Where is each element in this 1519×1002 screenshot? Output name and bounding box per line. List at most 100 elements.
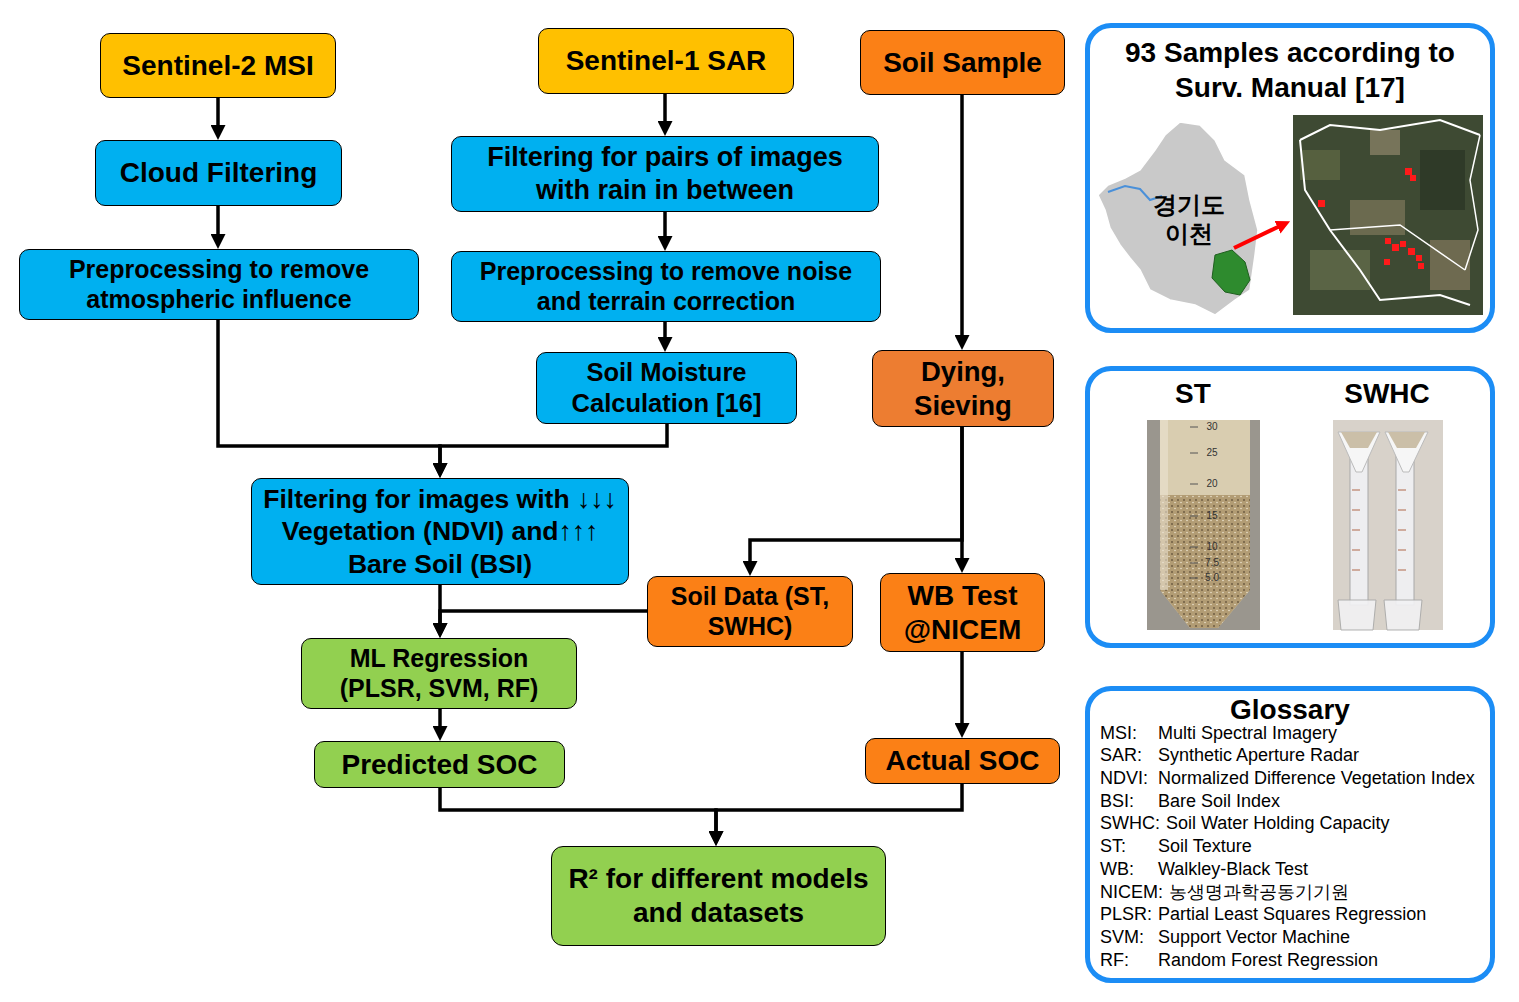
box-text: Actual SOC	[885, 744, 1039, 778]
glossary-term: MSI:	[1100, 722, 1152, 745]
connector	[216, 206, 220, 234]
box-text: Sentinel-2 MSI	[122, 49, 313, 83]
process-box: Filtering for pairs of images with rain …	[451, 136, 879, 212]
connector	[663, 212, 667, 236]
box-text: Filtering for pairs of images with rain …	[460, 141, 870, 206]
connector	[960, 427, 964, 558]
glossary-term: SVM:	[1100, 926, 1152, 949]
box-text: Dying, Sieving	[881, 355, 1045, 422]
process-box: Cloud Filtering	[95, 140, 342, 206]
scale-number: 15	[1200, 510, 1224, 522]
glossary-definition: Multi Spectral Imagery	[1158, 723, 1337, 743]
glossary-heading: Glossary	[1090, 693, 1490, 727]
glossary-definition: Partial Least Squares Regression	[1158, 904, 1426, 924]
glossary-definition: Support Vector Machine	[1158, 927, 1350, 947]
glossary-row: RF: Random Forest Regression	[1100, 949, 1378, 972]
box-text: Preprocessing to remove atmospheric infl…	[28, 254, 410, 315]
glossary-row: SWHC: Soil Water Holding Capacity	[1100, 812, 1389, 835]
province-map	[1098, 122, 1280, 315]
connector	[716, 784, 962, 831]
glossary-definition: Normalized Difference Vegetation Index	[1158, 768, 1475, 788]
scale-number: 7.5	[1200, 557, 1224, 569]
box-text: R² for different models and datasets	[560, 862, 877, 930]
source-box: Sentinel-2 MSI	[100, 33, 336, 98]
panel-heading: 93 Samples according to Surv. Manual [17…	[1110, 35, 1470, 105]
box-text: Soil Moisture Calculation [16]	[545, 357, 788, 419]
connector	[960, 95, 964, 335]
glossary-row: BSI: Bare Soil Index	[1100, 790, 1280, 813]
connector	[440, 424, 667, 463]
box-text: Cloud Filtering	[120, 156, 318, 190]
process-box: WB Test @NICEM	[880, 573, 1045, 652]
box-text: Preprocessing to remove noise and terrai…	[462, 256, 870, 317]
glossary-definition: Soil Water Holding Capacity	[1166, 813, 1389, 833]
glossary-term: SWHC:	[1100, 812, 1160, 835]
glossary-term: NICEM:	[1100, 881, 1163, 904]
connector	[663, 322, 667, 338]
glossary-row: WB: Walkley-Black Test	[1100, 858, 1308, 881]
connector	[960, 652, 964, 723]
box-text: Sentinel-1 SAR	[566, 44, 767, 78]
region-label: 경기도 이천	[1146, 190, 1232, 248]
process-box: Preprocessing to remove noise and terrai…	[451, 251, 881, 322]
process-box: Soil Moisture Calculation [16]	[536, 352, 797, 424]
box-text: Soil Sample	[883, 46, 1042, 80]
glossary-term: BSI:	[1100, 790, 1152, 813]
glossary-definition: Soil Texture	[1158, 836, 1252, 856]
glossary-row: NDVI: Normalized Difference Vegetation In…	[1100, 767, 1475, 790]
glossary-term: NDVI:	[1100, 767, 1152, 790]
glossary-definition: 농생명과학공동기기원	[1169, 882, 1349, 902]
glossary-row: PLSR: Partial Least Squares Regression	[1100, 903, 1426, 926]
scale-number: 20	[1200, 478, 1224, 490]
photo-panel: ST SWHC	[1085, 366, 1495, 648]
connector	[750, 427, 962, 561]
connector	[440, 788, 716, 831]
scale-number: 10	[1200, 541, 1224, 553]
source-box: Sentinel-1 SAR	[538, 28, 794, 94]
result-box: R² for different models and datasets	[551, 846, 886, 946]
satellite-image	[1293, 115, 1483, 315]
box-text: WB Test @NICEM	[889, 579, 1036, 647]
scale-number: 5.0	[1200, 572, 1224, 584]
glossary-row: SVM: Support Vector Machine	[1100, 926, 1350, 949]
process-box: Filtering for images with ↓↓↓ Vegetation…	[251, 478, 629, 585]
photo-caption: ST	[1133, 376, 1253, 411]
process-box: Preprocessing to remove atmospheric infl…	[19, 249, 419, 320]
glossary-definition: Random Forest Regression	[1158, 950, 1378, 970]
glossary-term: PLSR:	[1100, 903, 1152, 926]
box-text: ML Regression (PLSR, SVM, RF)	[310, 643, 568, 704]
connector	[663, 94, 667, 121]
glossary-term: WB:	[1100, 858, 1152, 881]
box-text: Predicted SOC	[341, 748, 537, 782]
connector	[440, 611, 647, 623]
result-box: Actual SOC	[865, 738, 1060, 784]
glossary-term: RF:	[1100, 949, 1152, 972]
connector	[438, 709, 442, 727]
result-box: Predicted SOC	[314, 741, 565, 788]
connector	[216, 98, 220, 125]
glossary-definition: Synthetic Aperture Radar	[1158, 745, 1359, 765]
glossary-row: ST: Soil Texture	[1100, 835, 1252, 858]
scale-number: 25	[1200, 447, 1224, 459]
water-holding-photo	[1333, 420, 1443, 630]
box-text: Soil Data (ST, SWHC)	[656, 581, 844, 642]
scale-number: 30	[1200, 421, 1224, 433]
glossary-definition: Walkley-Black Test	[1158, 859, 1308, 879]
glossary-row: MSI: Multi Spectral Imagery	[1100, 722, 1337, 745]
glossary-panel: GlossaryMSI: Multi Spectral ImagerySAR: Sy…	[1085, 686, 1495, 983]
glossary-term: ST:	[1100, 835, 1152, 858]
glossary-row: NICEM: 농생명과학공동기기원	[1100, 881, 1349, 904]
glossary-row: SAR: Synthetic Aperture Radar	[1100, 744, 1359, 767]
glossary-term: SAR:	[1100, 744, 1152, 767]
model-box: ML Regression (PLSR, SVM, RF)	[301, 638, 577, 709]
box-text: Filtering for images with ↓↓↓ Vegetation…	[260, 483, 620, 579]
map-panel: 93 Samples according to Surv. Manual [17…	[1085, 23, 1495, 333]
data-box: Soil Data (ST, SWHC)	[647, 576, 853, 647]
photo-caption: SWHC	[1327, 376, 1447, 411]
glossary-definition: Bare Soil Index	[1158, 791, 1280, 811]
soil-texture-photo	[1147, 420, 1260, 630]
connector	[218, 320, 440, 464]
source-box: Soil Sample	[860, 30, 1065, 95]
process-box: Dying, Sieving	[872, 350, 1054, 427]
